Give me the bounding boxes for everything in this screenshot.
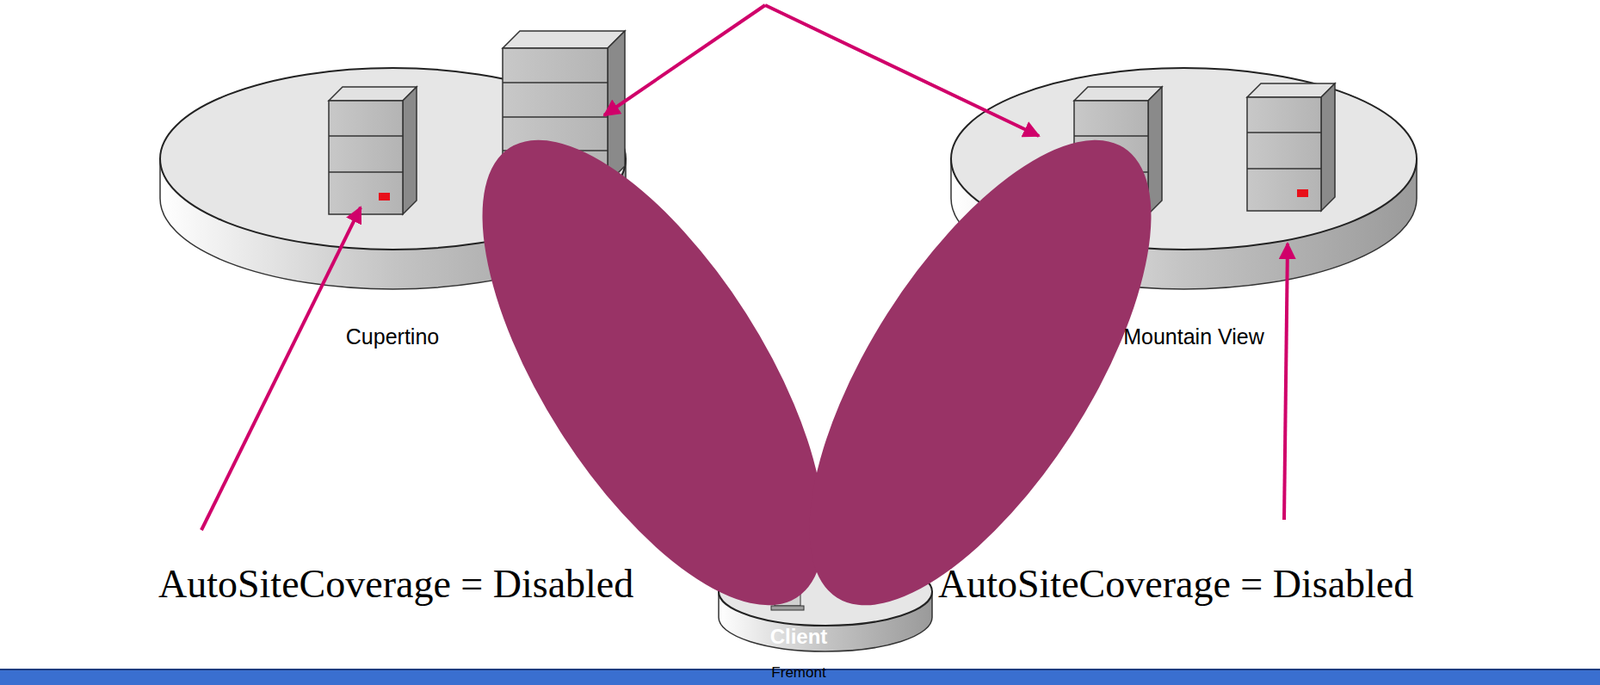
disc-side <box>951 159 1417 291</box>
leader-arrow <box>604 5 766 116</box>
site-name: Mountain View <box>1123 324 1265 350</box>
site-subtitle: Fremont <box>771 664 826 682</box>
site-node: Mountain View <box>949 66 1419 291</box>
leader-arrow <box>765 5 1039 136</box>
footer-bar <box>0 669 1600 685</box>
disc-top <box>160 67 626 250</box>
server-symbol <box>1074 86 1162 215</box>
site-node: ClientFremont <box>716 555 934 654</box>
disc-top <box>951 67 1417 250</box>
disc-side <box>160 159 626 291</box>
site-name: Client <box>770 624 828 649</box>
site-name: Cupertino <box>345 324 439 350</box>
server-symbol <box>1247 83 1335 211</box>
coverage-lobe <box>416 88 890 657</box>
setting-note: AutoSiteCoverage = Disabled <box>938 561 1414 607</box>
server-symbol <box>328 86 417 215</box>
site-disc <box>158 66 628 291</box>
site-disc <box>949 66 1419 291</box>
footer-rule <box>0 668 1600 671</box>
disc-top <box>718 557 933 626</box>
leader-arrow <box>201 207 361 531</box>
server-symbol <box>502 30 625 184</box>
site-disc <box>716 555 934 654</box>
leader-arrow <box>1284 243 1288 520</box>
coverage-lobe <box>743 88 1217 657</box>
site-node: Cupertino <box>158 66 628 291</box>
client-pc-symbol <box>771 593 804 611</box>
setting-note: AutoSiteCoverage = Disabled <box>158 561 634 607</box>
disc-side <box>718 592 933 653</box>
